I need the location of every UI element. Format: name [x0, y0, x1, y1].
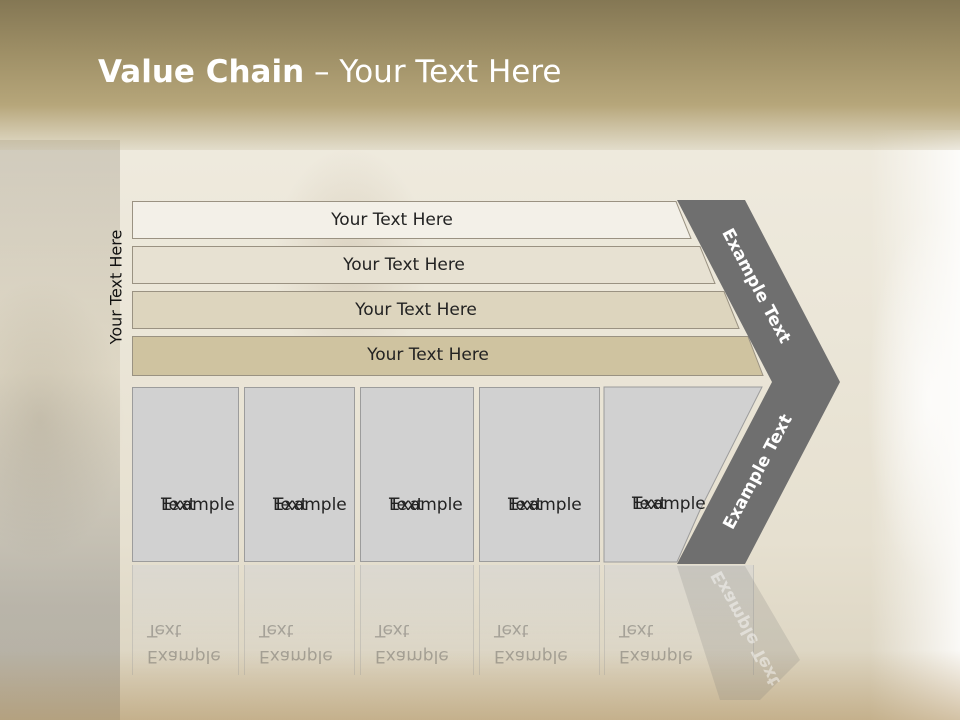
support-bar-label: Your Text Here: [343, 255, 465, 275]
activity-line-1: Example: [161, 495, 235, 515]
support-bar-1: Your Text Here: [132, 201, 692, 239]
activity-line-1: Example: [632, 494, 706, 514]
activity-line-2: Text: [273, 495, 308, 515]
activity-line-2: Text: [508, 495, 543, 515]
support-bar-label: Your Text Here: [367, 345, 489, 365]
margin-chevron: [677, 200, 840, 564]
support-bar-shape: [132, 246, 716, 284]
activity-box-5-shape: [603, 386, 763, 563]
background-figure-right: [870, 130, 960, 720]
support-bar-label: Your Text Here: [331, 210, 453, 230]
activity-line-2: Text: [632, 494, 667, 514]
support-bar-shape: [132, 201, 692, 239]
support-bar-3: Your Text Here: [132, 291, 740, 329]
background-figure-left: [0, 140, 120, 720]
support-bar-2: Your Text Here: [132, 246, 716, 284]
activity-line-1: Example: [508, 495, 582, 515]
activity-line-2: Text: [161, 495, 196, 515]
activity-line-1: Example: [389, 495, 463, 515]
header-band: [0, 0, 960, 150]
title-rest: – Your Text Here: [304, 54, 562, 90]
title-bold: Value Chain: [98, 54, 305, 90]
support-bar-4: Your Text Here: [132, 336, 764, 376]
activity-line-2: Text: [389, 495, 424, 515]
chevron-reflection: [677, 566, 800, 700]
support-bar-shape: [132, 291, 740, 329]
support-bar-shape: [132, 336, 764, 376]
activity-line-1: Example: [273, 495, 347, 515]
support-bar-label: Your Text Here: [355, 300, 477, 320]
slide-title: Value Chain – Your Text Here: [98, 54, 561, 90]
